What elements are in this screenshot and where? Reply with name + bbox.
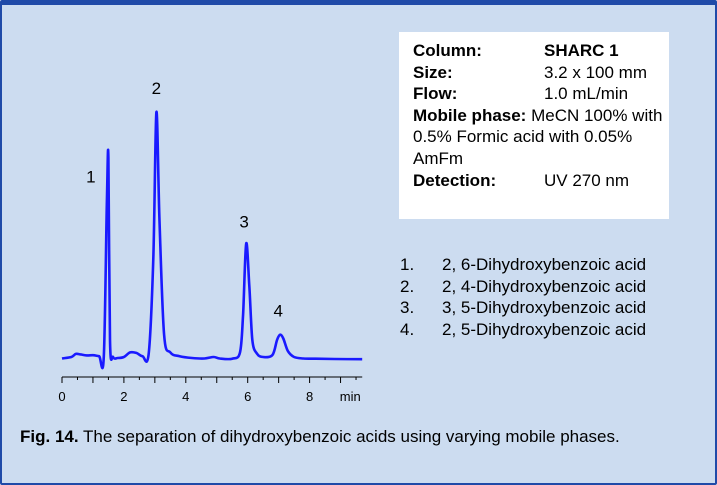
flow-value: 1.0 mL/min [544, 84, 629, 104]
x-tick-label: 4 [182, 389, 189, 404]
legend-item: 2. 2, 4-Dihydroxybenzoic acid [400, 276, 646, 298]
peak-label: 1 [86, 168, 95, 187]
legend-item: 1. 2, 6-Dihydroxybenzoic acid [400, 254, 646, 276]
caption-label: Fig. 14. [20, 427, 79, 446]
x-axis: 0 2 4 6 8 min [58, 376, 363, 404]
legend-number: 3. [400, 298, 415, 317]
x-tick-label: 8 [306, 389, 313, 404]
detection-label: Detection: [413, 170, 497, 190]
x-tick-label: 2 [120, 389, 127, 404]
legend-compound-name: 2, 6-Dihydroxybenzoic acid [442, 255, 647, 274]
column-label: Column: [413, 41, 482, 60]
figure-caption: Fig. 14. The separation of dihydroxybenz… [20, 426, 710, 448]
method-info-box: Column: SHARC 1 Size: 3.2 x 100 mm Flow: 1.… [399, 32, 669, 219]
flow-label: Flow: [413, 84, 458, 104]
caption-text: The separation of dihydroxybenzoic acids… [78, 427, 620, 446]
chromatogram-trace [61, 110, 363, 370]
peak-label: 2 [152, 79, 161, 98]
mobile-phase-value: MeCN 100% with 0.5% Formic acid with 0.0… [413, 105, 663, 168]
legend-item: 4. 2, 5-Dihydroxybenzoic acid [400, 319, 646, 341]
chromatogram-chart: 0 2 4 6 8 min 1 2 3 4 [58, 79, 363, 404]
peak-labels: 1 2 3 4 [86, 79, 283, 321]
legend-number: 1. [400, 255, 415, 274]
legend-number: 2. [400, 276, 415, 296]
size-value: 3.2 x 100 mm [544, 62, 647, 82]
peak-label: 3 [239, 213, 248, 232]
top-accent-bar [2, 2, 715, 5]
legend-compound-name: 3, 5-Dihydroxybenzoic acid [442, 298, 647, 317]
detection-value: UV 270 nm [544, 170, 630, 190]
mobile-phase-label: Mobile phase: [413, 105, 527, 125]
size-label: Size: [413, 62, 453, 82]
x-axis-label: min [340, 389, 361, 404]
peak-label: 4 [273, 302, 282, 321]
legend-compound-name: 2, 5-Dihydroxybenzoic acid [442, 319, 647, 339]
x-tick-label: 0 [58, 389, 65, 404]
compound-legend: 1. 2, 6-Dihydroxybenzoic acid 2. 2, 4-Dihyd… [400, 254, 646, 340]
column-value: SHARC 1 [544, 41, 619, 60]
x-tick-label: 6 [244, 389, 251, 404]
legend-number: 4. [400, 319, 415, 339]
legend-item: 3. 3, 5-Dihydroxybenzoic acid [400, 297, 646, 319]
legend-compound-name: 2, 4-Dihydroxybenzoic acid [442, 276, 647, 296]
